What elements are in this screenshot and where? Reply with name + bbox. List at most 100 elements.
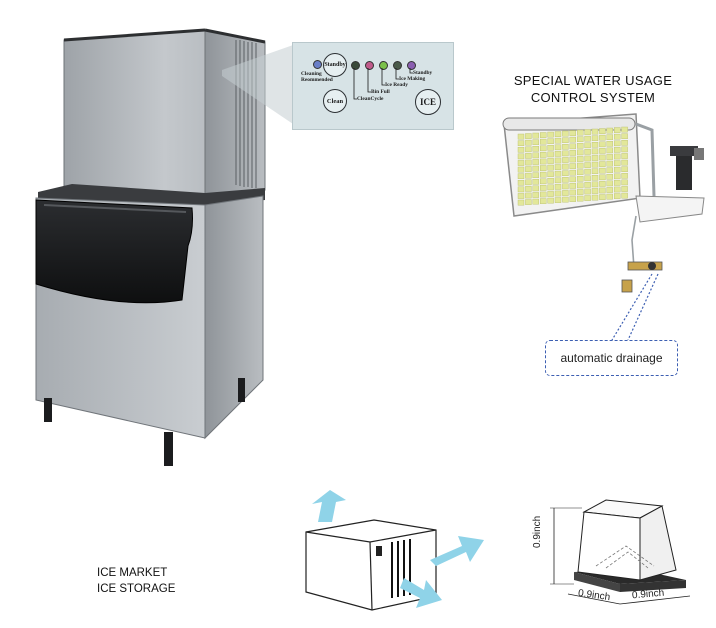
clean-cycle-label: CleanCycle bbox=[357, 96, 384, 102]
ice-cell bbox=[621, 153, 628, 159]
ice-cell bbox=[614, 140, 621, 147]
ice-cell bbox=[621, 139, 628, 146]
ice-cell bbox=[599, 174, 606, 181]
ice-cell bbox=[577, 169, 584, 176]
ice-cell bbox=[540, 178, 547, 185]
ice-cell bbox=[591, 194, 599, 201]
ice-cell bbox=[569, 156, 576, 163]
ice-cell bbox=[554, 184, 562, 190]
ice-cell bbox=[554, 157, 562, 164]
ice-cell bbox=[584, 182, 591, 188]
evaporator-grid bbox=[517, 126, 628, 206]
ice-cell bbox=[540, 198, 547, 204]
ice-cell bbox=[584, 142, 591, 149]
ice-cell bbox=[614, 153, 621, 160]
ice-cell bbox=[614, 186, 621, 193]
ice-cell bbox=[532, 159, 539, 165]
ice-cell bbox=[569, 143, 576, 150]
ice-cell bbox=[547, 164, 554, 171]
ice-cell bbox=[532, 178, 539, 185]
ice-cell bbox=[614, 180, 621, 186]
ice-cell bbox=[599, 181, 606, 187]
ice-cell bbox=[540, 158, 547, 165]
ice-ready-label: Ice Ready bbox=[385, 82, 408, 88]
automatic-drainage-callout: automatic drainage bbox=[545, 340, 678, 376]
ice-cell bbox=[584, 135, 591, 142]
ice-cell bbox=[532, 132, 539, 139]
ice-cell bbox=[540, 152, 547, 158]
ice-cell bbox=[547, 177, 554, 184]
ice-cell bbox=[591, 181, 599, 188]
ice-cell bbox=[621, 179, 628, 186]
ice-cell bbox=[562, 143, 569, 150]
ice-cell bbox=[606, 180, 613, 187]
clean-cycle-led bbox=[351, 61, 360, 70]
standby-button[interactable]: Standby bbox=[323, 53, 347, 77]
ice-cell bbox=[614, 127, 621, 133]
ice-cell bbox=[621, 146, 628, 153]
panel-leader-lines bbox=[353, 68, 413, 100]
ice-cell bbox=[525, 186, 532, 192]
ice-cell bbox=[606, 147, 613, 154]
ice-cell bbox=[517, 199, 525, 206]
ice-cell bbox=[606, 140, 613, 147]
ice-cell bbox=[599, 154, 606, 161]
usage-line1: ICE MARKET bbox=[97, 567, 168, 579]
ice-cell bbox=[532, 165, 539, 172]
ice-cell bbox=[591, 128, 599, 135]
standby-led-label: Standby bbox=[413, 70, 433, 76]
standby-led bbox=[407, 61, 416, 70]
ice-cell bbox=[606, 154, 613, 160]
bin-full-led bbox=[365, 61, 374, 70]
ice-cell bbox=[562, 196, 569, 203]
ice-cell bbox=[621, 192, 628, 199]
ice-cell bbox=[525, 146, 532, 153]
automatic-drainage-label: automatic drainage bbox=[560, 351, 663, 365]
ice-cell bbox=[577, 162, 584, 169]
ice-cell bbox=[554, 170, 562, 177]
ice-cell bbox=[540, 165, 547, 171]
clean-button[interactable]: Clean bbox=[323, 89, 347, 113]
ice-cell bbox=[540, 185, 547, 191]
water-system-title: SPECIAL WATER USAGE CONTROL SYSTEM bbox=[498, 72, 688, 106]
ice-cell bbox=[525, 199, 532, 205]
ice-cell bbox=[584, 149, 591, 155]
cleaning-label-line1: Cleaning bbox=[301, 71, 322, 77]
ice-making-led bbox=[393, 61, 402, 70]
ice-cell bbox=[540, 132, 547, 138]
ice-cell bbox=[591, 155, 599, 161]
ice-button[interactable]: ICE bbox=[415, 89, 441, 115]
ice-cell bbox=[614, 166, 621, 173]
ice-cell bbox=[525, 153, 532, 159]
ice-cell bbox=[591, 148, 599, 155]
ice-cell bbox=[569, 163, 576, 169]
ice-button-label: ICE bbox=[419, 97, 436, 107]
ice-cell bbox=[547, 131, 554, 138]
control-panel-zoom: Standby Clean ICE Cleaning Reommended Cl… bbox=[292, 42, 454, 130]
ice-cell bbox=[591, 188, 599, 194]
ice-cell bbox=[540, 138, 547, 145]
ice-cell bbox=[517, 133, 525, 140]
ice-cell bbox=[540, 191, 547, 198]
ice-cell bbox=[621, 166, 628, 173]
ice-cell bbox=[562, 190, 569, 196]
ice-ready-led bbox=[379, 61, 388, 70]
ice-cell bbox=[614, 193, 621, 199]
ice-cell bbox=[606, 193, 613, 200]
ice-cell bbox=[606, 127, 613, 134]
ice-cell bbox=[554, 144, 562, 151]
ice-cell bbox=[517, 179, 525, 186]
ice-cell bbox=[591, 161, 599, 168]
bin-full-label: Bin Full bbox=[371, 89, 390, 95]
ice-cell bbox=[569, 189, 576, 196]
ice-cell bbox=[577, 195, 584, 202]
ice-cell bbox=[532, 145, 539, 152]
ice-cell bbox=[517, 193, 525, 199]
usage-line2: ICE STORAGE bbox=[97, 583, 176, 595]
ice-cell bbox=[599, 128, 606, 134]
ice-cell bbox=[599, 187, 606, 194]
ice-cell bbox=[584, 188, 591, 195]
ice-cell bbox=[577, 136, 584, 143]
ice-cell bbox=[584, 162, 591, 168]
